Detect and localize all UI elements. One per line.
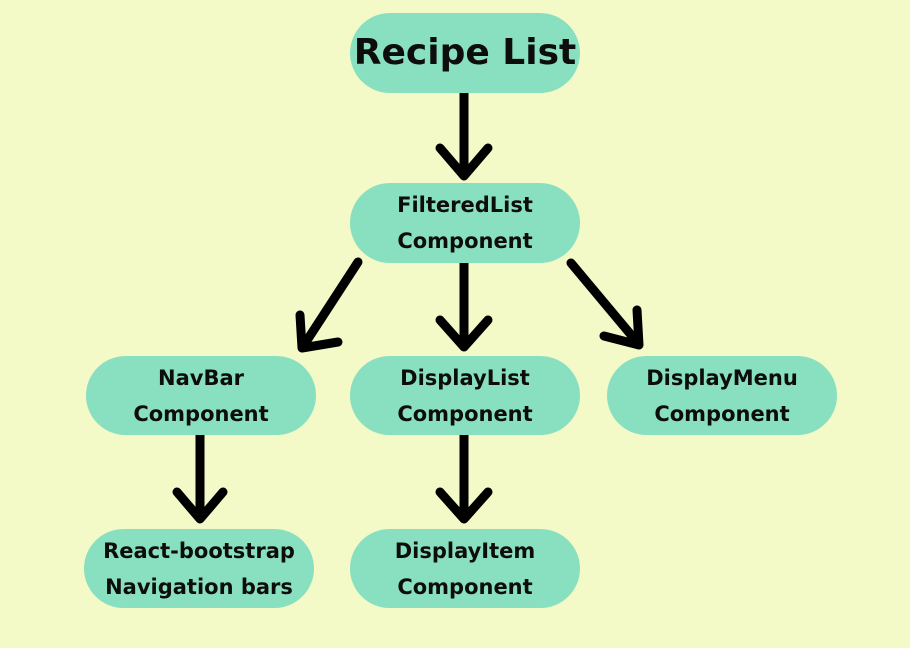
node-react-bootstrap-line-2: Navigation bars bbox=[105, 574, 293, 599]
node-filtered-list-line-2: Component bbox=[397, 229, 533, 253]
node-filtered-list: FilteredList Component bbox=[350, 183, 580, 263]
node-display-menu-line-2: Component bbox=[654, 401, 790, 426]
node-navbar-line-1: NavBar bbox=[158, 365, 244, 390]
arrow-filtered-list-to-navbar bbox=[295, 257, 363, 353]
node-navbar-line-2: Component bbox=[133, 401, 269, 426]
node-filtered-list-line-1: FilteredList bbox=[397, 193, 533, 217]
arrow-filtered-list-to-display-list bbox=[435, 257, 493, 352]
node-display-menu-line-1: DisplayMenu bbox=[646, 365, 798, 390]
node-navbar: NavBar Component bbox=[86, 356, 316, 435]
arrow-filtered-list-to-display-menu bbox=[566, 258, 644, 350]
node-display-list-line-1: DisplayList bbox=[400, 365, 530, 390]
node-react-bootstrap-line-1: React-bootstrap bbox=[103, 538, 295, 563]
node-display-item-line-1: DisplayItem bbox=[394, 538, 536, 563]
node-display-menu: DisplayMenu Component bbox=[607, 356, 837, 435]
node-recipe-list-label: Recipe List bbox=[353, 32, 577, 73]
arrow-navbar-to-react-bootstrap bbox=[172, 430, 228, 524]
node-display-list-line-2: Component bbox=[397, 401, 533, 426]
arrow-display-list-to-display-item bbox=[435, 430, 493, 524]
node-react-bootstrap: React-bootstrap Navigation bars bbox=[84, 529, 314, 608]
node-display-item-line-2: Component bbox=[397, 574, 533, 599]
node-display-item: DisplayItem Component bbox=[350, 529, 580, 608]
node-recipe-list: Recipe List bbox=[350, 13, 580, 93]
node-display-list: DisplayList Component bbox=[350, 356, 580, 435]
arrow-recipe-list-to-filtered-list bbox=[435, 88, 493, 181]
